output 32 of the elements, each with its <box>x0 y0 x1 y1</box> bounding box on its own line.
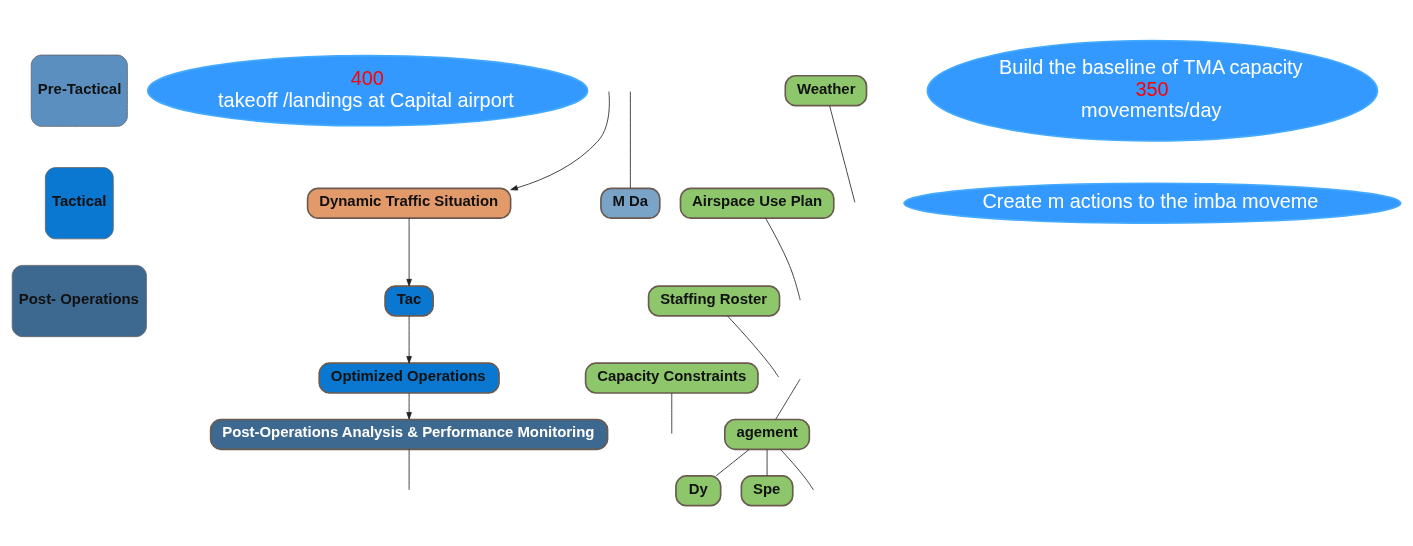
node-ellipse: Build the baseline of TMA capacity 350 movements/day <box>926 39 1379 142</box>
connector <box>629 91 631 189</box>
node-box: Pre-Tactical <box>30 54 128 127</box>
connector <box>766 449 768 476</box>
arrow <box>406 217 412 287</box>
node-ellipse: Create m actions to the imba moveme <box>903 182 1402 224</box>
arrow <box>406 315 412 364</box>
node-box: Staffing Roster <box>647 285 781 317</box>
node-box: Optimized Operations <box>318 362 500 394</box>
node-ellipse: 400 takeoff /landings at Capital airport <box>147 54 589 127</box>
connector <box>775 378 801 420</box>
node-box: agement <box>723 418 811 451</box>
node-box: Tac <box>384 285 434 317</box>
node-box: M Da <box>600 187 661 219</box>
node-box: Weather <box>784 74 868 107</box>
arrow <box>406 392 412 420</box>
arrow <box>510 91 610 191</box>
connector <box>829 105 856 203</box>
node-box: Tactical <box>44 167 114 240</box>
connector <box>727 315 780 378</box>
connector <box>765 217 801 301</box>
node-box: Capacity Constraints <box>584 362 759 394</box>
node-box: Post-Operations Analysis & Performance Monitoring <box>209 418 609 451</box>
connector <box>671 392 673 434</box>
connector <box>780 449 814 491</box>
connector <box>408 449 410 491</box>
node-box: Airspace Use Plan <box>679 187 835 219</box>
node-box: Dynamic Traffic Situation <box>306 187 512 219</box>
node-box: Post- Operations <box>11 264 147 338</box>
node-box: Dy <box>675 475 722 507</box>
node-box: Spe <box>740 475 794 507</box>
connector <box>715 449 750 477</box>
